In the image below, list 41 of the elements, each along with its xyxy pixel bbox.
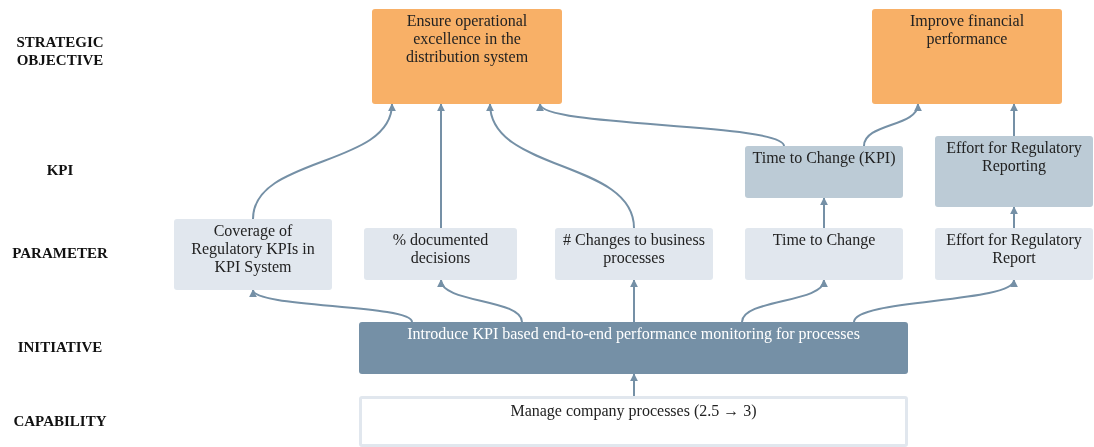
- node-box: [935, 228, 1093, 280]
- arrow: [1010, 103, 1018, 137]
- arrow: [439, 279, 523, 323]
- arrow: [863, 103, 921, 147]
- node-box: [745, 228, 903, 280]
- node-text: Effort for Regulatory Report: [945, 231, 1083, 267]
- node-text: Introduce KPI based end-to-end performance monitoring for processes: [406, 325, 861, 343]
- node-box: [364, 228, 517, 280]
- node-text: Coverage of Regulatory KPIs in KPI System: [190, 222, 316, 276]
- node-box: [555, 228, 713, 280]
- node-text: # Changes to business processes: [562, 231, 706, 267]
- arrow: [539, 103, 785, 147]
- arrow: [252, 289, 413, 323]
- arrow: [630, 373, 638, 397]
- arrow: [741, 279, 826, 323]
- node-text: Manage company processes (2.5 → 3): [509, 402, 758, 420]
- node-text: Time to Change: [771, 231, 877, 249]
- arrow: [853, 279, 1015, 323]
- arrow: [437, 103, 445, 229]
- row-label: CAPABILITY: [12, 412, 108, 430]
- node-box: [359, 396, 908, 447]
- node-text: Improve financial performance: [908, 12, 1026, 48]
- row-label: KPI: [45, 161, 75, 179]
- node-text: % documented decisions: [391, 231, 490, 267]
- arrow: [820, 197, 828, 229]
- row-label: INITIATIVE: [16, 338, 104, 356]
- arrow: [1010, 206, 1018, 229]
- node-text: Time to Change (KPI): [751, 149, 897, 167]
- node-text: Ensure operational excellence in the distribution system: [404, 12, 530, 66]
- node-box: [935, 136, 1093, 207]
- node-box: [174, 219, 332, 290]
- node-box: [745, 146, 903, 198]
- node-box: [872, 9, 1062, 104]
- node-box: [359, 322, 908, 374]
- arrow: [252, 103, 395, 220]
- row-label: STRATEGIC OBJECTIVE: [15, 33, 105, 69]
- node-box: [372, 9, 562, 104]
- node-text: Effort for Regulatory Reporting: [945, 139, 1083, 175]
- arrow: [630, 279, 638, 323]
- row-label: PARAMETER: [11, 244, 109, 262]
- arrow: [487, 103, 635, 229]
